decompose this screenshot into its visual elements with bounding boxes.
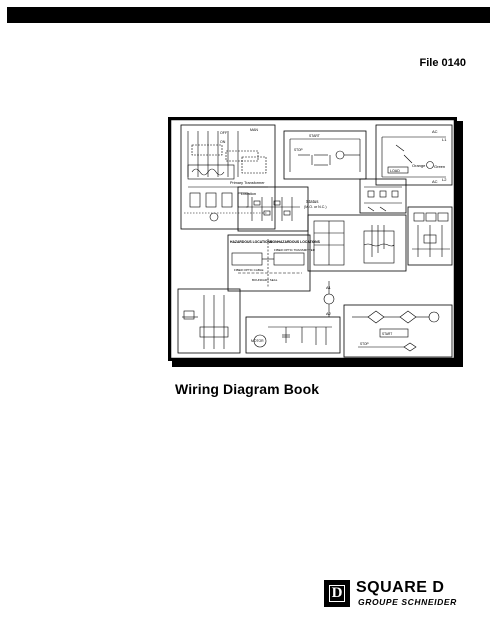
start-label-bottom: START <box>382 332 392 336</box>
panel-rectifier <box>343 304 453 358</box>
a2-label: A2 <box>326 311 332 316</box>
off-label: OFF <box>220 131 228 135</box>
primary-transformer-label: Primary Transformer <box>230 181 265 185</box>
panel-start-stop <box>283 130 367 180</box>
green-label: Green <box>434 164 445 169</box>
status-sub-label: (M.O. or N.C.) <box>304 205 327 209</box>
square-d-mark-icon <box>324 580 350 607</box>
panel-relay-contacts <box>359 178 407 214</box>
panel-tank-level <box>307 214 407 272</box>
brand-name: SQUARE D <box>356 579 445 596</box>
panel-timing-relay <box>407 206 453 266</box>
man-label: MAN <box>250 128 258 132</box>
fiber-optic-cable-label: FIBER OPTIC CABLE <box>234 268 264 272</box>
fiber-optic-transmitter-label: FIBER OPTIC TRANSMITTER <box>274 248 316 252</box>
stop-label-bottom: STOP <box>360 342 369 346</box>
brand-group: GROUPE SCHNEIDER <box>358 597 457 607</box>
panel-location-status <box>237 186 309 232</box>
book-title: Wiring Diagram Book <box>175 381 320 397</box>
panel-hazardous-locations <box>227 234 311 292</box>
nonhazardous-label: NONHAZARDOUS LOCATIONS <box>270 240 321 244</box>
ac-label-bottom: AC <box>432 179 438 184</box>
wiring-diagram-collage: OFF ON MAN Primary Transformer START STO… <box>168 117 463 367</box>
panel-motor-capacitor <box>245 316 341 354</box>
top-banner <box>7 7 490 23</box>
ac-label-top: AC <box>432 129 438 134</box>
orange-label: Orange <box>412 163 426 168</box>
panel-selector-switch <box>180 124 276 230</box>
boundary-label: BOUNDARY SEAL <box>252 278 278 282</box>
logo-mark-letter: D <box>331 585 343 601</box>
square-d-logo: D SQUARE D GROUPE SCHNEIDER <box>324 578 464 612</box>
stop-label-top: STOP <box>294 148 303 152</box>
start-label-top: START <box>309 134 320 138</box>
panel-ammeter <box>323 281 335 317</box>
status-label: Status <box>306 199 319 204</box>
load-label: LOAD <box>390 169 400 173</box>
location-label: Location <box>241 191 256 196</box>
panel-motor-starter <box>177 288 241 354</box>
panel-pilot-lights <box>375 124 453 186</box>
l1-label: L1 <box>442 137 447 142</box>
hazardous-label: HAZARDOUS LOCATIONS <box>230 240 273 244</box>
l2-label: L2 <box>442 177 447 182</box>
a1-label: A1 <box>326 285 332 290</box>
on-label: ON <box>220 140 226 144</box>
motor-label: MOTOR <box>251 339 264 343</box>
file-number-label: File 0140 <box>419 57 466 69</box>
